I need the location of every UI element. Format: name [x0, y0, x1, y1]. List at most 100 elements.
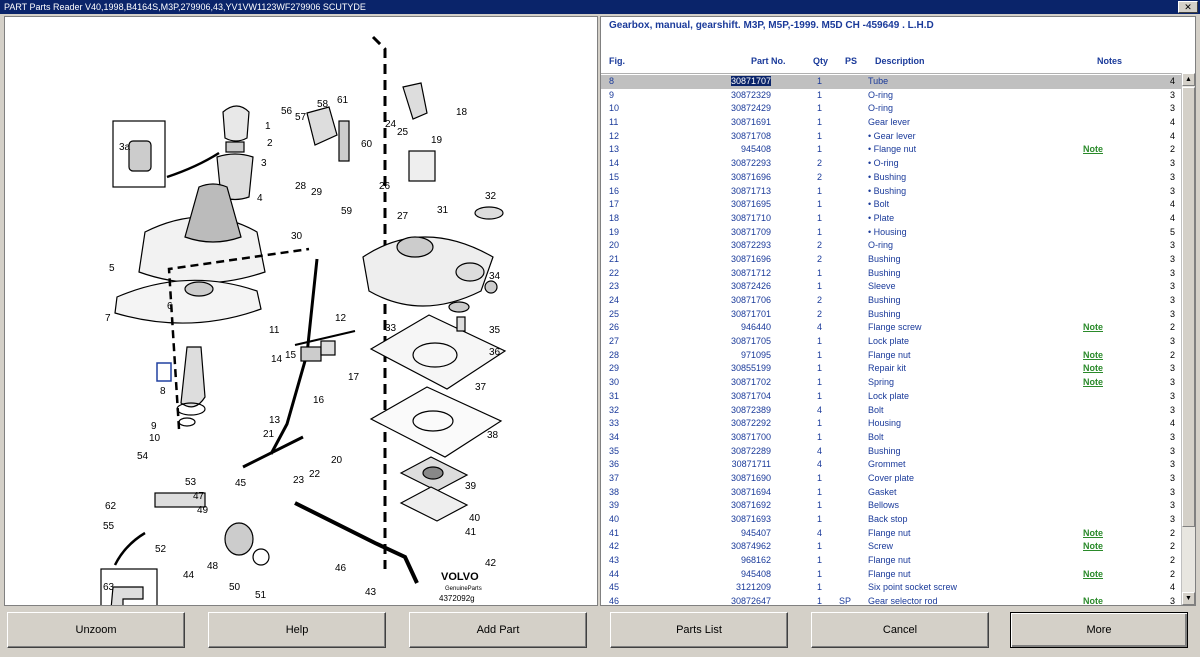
callout-label[interactable]: 7 — [105, 313, 111, 324]
callout-label[interactable]: 10 — [149, 433, 161, 444]
callout-label[interactable]: 27 — [397, 211, 409, 222]
callout-label[interactable]: 37 — [475, 382, 487, 393]
callout-label[interactable]: 8 — [160, 386, 166, 397]
callout-label[interactable]: 1 — [265, 121, 271, 132]
callout-label[interactable]: 46 — [335, 563, 347, 574]
callout-label[interactable]: 25 — [397, 127, 409, 138]
callout-label[interactable]: 30 — [291, 231, 303, 242]
callout-label[interactable]: 44 — [183, 570, 195, 581]
callout-label[interactable]: 56 — [281, 106, 293, 117]
callout-label[interactable]: 3a — [119, 142, 131, 153]
callout-label[interactable]: 36 — [489, 347, 501, 358]
callout-label[interactable]: 21 — [263, 429, 275, 440]
callout-label[interactable]: 35 — [489, 325, 501, 336]
row-note-link[interactable]: Note — [1083, 322, 1103, 333]
callout-label[interactable]: 5 — [109, 263, 115, 274]
callout-label[interactable]: 22 — [309, 469, 321, 480]
callout-label[interactable]: 34 — [489, 271, 501, 282]
callout-label[interactable]: 61 — [337, 95, 349, 106]
callout-label[interactable]: 13 — [269, 415, 281, 426]
callout-label[interactable]: 59 — [341, 206, 353, 217]
unzoom-button[interactable]: Unzoom — [7, 612, 185, 648]
callout-label[interactable]: 29 — [311, 187, 323, 198]
callout-label[interactable]: 49 — [197, 505, 209, 516]
callout-label[interactable]: 43 — [365, 587, 377, 598]
callout-label[interactable]: 9 — [151, 421, 157, 432]
callout-label[interactable]: 53 — [185, 477, 197, 488]
vertical-scrollbar[interactable]: ▲ ▼ — [1181, 73, 1195, 605]
callout-label[interactable]: 4 — [257, 193, 263, 204]
callout-label[interactable]: 58 — [317, 99, 329, 110]
cancel-button[interactable]: Cancel — [811, 612, 989, 648]
callout-label[interactable]: 60 — [361, 139, 373, 150]
callout-label[interactable]: 38 — [487, 430, 499, 441]
callout-label[interactable]: 20 — [331, 455, 343, 466]
callout-label[interactable]: 47 — [193, 491, 205, 502]
callout-label[interactable]: 28 — [295, 181, 307, 192]
callout-label[interactable]: 11 — [269, 325, 280, 336]
callout-label[interactable]: 50 — [229, 582, 241, 593]
close-icon[interactable]: ✕ — [1178, 1, 1198, 13]
callout-label[interactable]: 51 — [255, 590, 267, 601]
callout-label[interactable]: 42 — [485, 558, 497, 569]
callout-label[interactable]: 24 — [385, 119, 397, 130]
callout-label[interactable]: 18 — [456, 107, 468, 118]
row-note-link[interactable]: Note — [1083, 349, 1103, 360]
callout-label[interactable]: 31 — [437, 205, 449, 216]
more-button[interactable]: More — [1010, 612, 1188, 648]
row-note-link[interactable]: Note — [1083, 144, 1103, 155]
callout-label[interactable]: 45 — [235, 478, 247, 489]
callout-label[interactable]: 3 — [261, 158, 267, 169]
callout-label[interactable]: 48 — [207, 561, 219, 572]
add-part-button[interactable]: Add Part — [409, 612, 587, 648]
row-note-link[interactable]: Note — [1083, 596, 1103, 606]
scroll-up-icon[interactable]: ▲ — [1182, 73, 1195, 86]
callout-label[interactable]: 6 — [167, 301, 173, 312]
callout-label[interactable]: 12 — [335, 313, 347, 324]
scroll-thumb[interactable] — [1182, 87, 1195, 527]
row-note-link[interactable]: Note — [1083, 527, 1103, 538]
callout-label[interactable]: 52 — [155, 544, 167, 555]
row-note-link[interactable]: Note — [1083, 541, 1103, 552]
callout-label[interactable]: 40 — [469, 513, 481, 524]
help-button[interactable]: Help — [208, 612, 386, 648]
callout-label[interactable]: 39 — [465, 481, 477, 492]
row-note-link[interactable]: Note — [1083, 568, 1103, 579]
callout-label[interactable]: 19 — [431, 135, 443, 146]
callout-label[interactable]: 2 — [267, 138, 273, 149]
callout-label[interactable]: 41 — [465, 527, 477, 538]
callout-label[interactable]: 16 — [313, 395, 325, 406]
callout-label[interactable]: 55 — [103, 521, 115, 532]
callout-label[interactable]: 63 — [103, 582, 115, 593]
callout-label[interactable]: 57 — [295, 112, 307, 123]
